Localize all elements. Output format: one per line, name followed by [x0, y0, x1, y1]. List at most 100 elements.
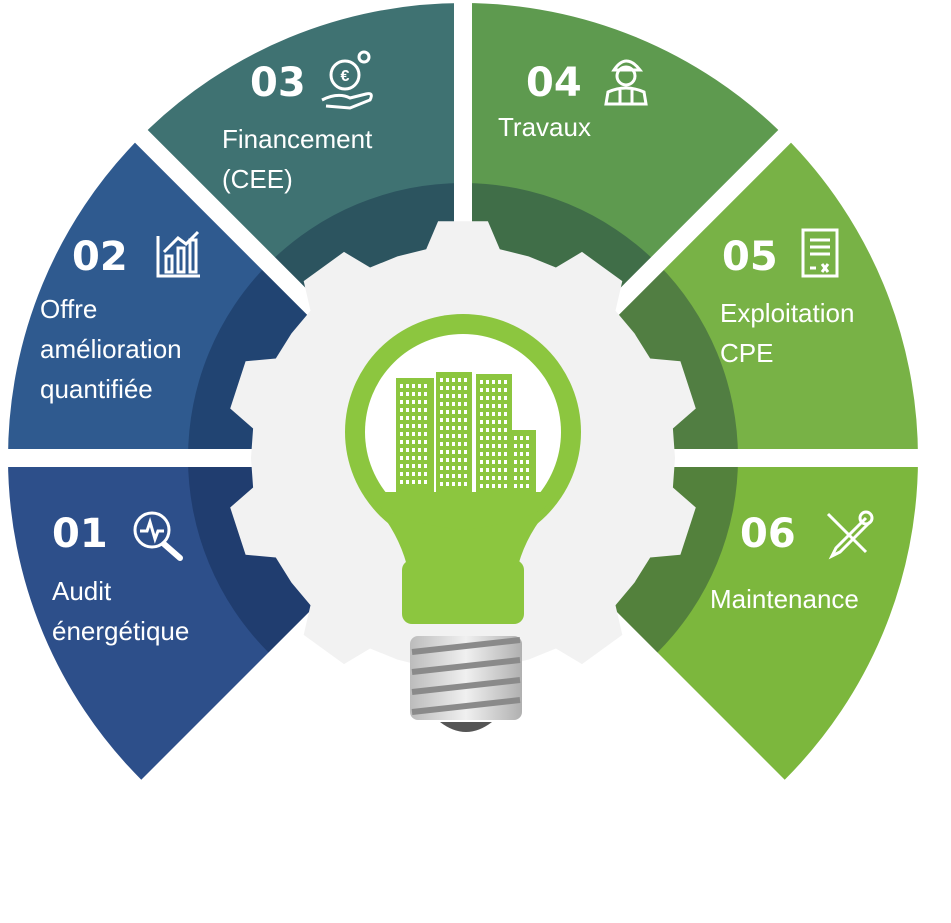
building-window	[412, 392, 415, 396]
building-window	[464, 426, 467, 430]
building-window	[464, 394, 467, 398]
building-window	[520, 452, 523, 456]
building-window	[440, 378, 443, 382]
building-window	[480, 380, 483, 384]
building-window	[446, 394, 449, 398]
building-window	[452, 410, 455, 414]
building-window	[440, 482, 443, 486]
step-02: 02 Offre amélioration quantifiée	[40, 234, 182, 404]
step-number: 02	[72, 234, 128, 280]
building-window	[514, 468, 517, 472]
building-window	[412, 400, 415, 404]
step-number: 05	[722, 234, 778, 280]
building-window	[480, 452, 483, 456]
building-window	[514, 452, 517, 456]
building-window	[464, 482, 467, 486]
building-window	[498, 380, 501, 384]
building-window	[400, 384, 403, 388]
building-window	[492, 404, 495, 408]
building-window	[504, 428, 507, 432]
building-window	[418, 400, 421, 404]
building-window	[504, 476, 507, 480]
building-window	[412, 416, 415, 420]
building-window	[452, 434, 455, 438]
building-window	[424, 432, 427, 436]
building-window	[498, 436, 501, 440]
building-window	[458, 378, 461, 382]
step-number: 04	[526, 60, 582, 106]
building-window	[498, 396, 501, 400]
building-window	[400, 392, 403, 396]
building-window	[458, 482, 461, 486]
step-label-line: Financement	[222, 124, 373, 154]
building-window	[424, 400, 427, 404]
building-window	[458, 402, 461, 406]
building-window	[464, 410, 467, 414]
building-window	[452, 458, 455, 462]
building-window	[492, 428, 495, 432]
building-window	[526, 436, 529, 440]
building-window	[406, 416, 409, 420]
building-window	[492, 420, 495, 424]
building-window	[498, 468, 501, 472]
building-window	[486, 460, 489, 464]
building-window	[424, 464, 427, 468]
building-window	[440, 410, 443, 414]
building-window	[458, 426, 461, 430]
building-window	[452, 386, 455, 390]
building-window	[464, 386, 467, 390]
building-window	[446, 434, 449, 438]
building-window	[498, 484, 501, 488]
building-window	[486, 396, 489, 400]
building-window	[480, 428, 483, 432]
step-number: 06	[740, 511, 796, 557]
building-window	[406, 440, 409, 444]
building-window	[452, 426, 455, 430]
step-label-line: Audit	[52, 576, 112, 606]
ring-segment-03	[141, 3, 463, 324]
building-window	[464, 402, 467, 406]
building-window	[424, 424, 427, 428]
building-window	[424, 448, 427, 452]
building-window	[446, 402, 449, 406]
building-window	[458, 386, 461, 390]
building-window	[504, 388, 507, 392]
building-window	[418, 448, 421, 452]
building-window	[504, 420, 507, 424]
step-04: 04 Travaux	[498, 60, 591, 142]
building-window	[526, 468, 529, 472]
building-window	[504, 396, 507, 400]
building-window	[514, 484, 517, 488]
svg-text:€: €	[341, 68, 350, 85]
building-window	[446, 442, 449, 446]
building-window	[452, 450, 455, 454]
building-window	[458, 434, 461, 438]
building-window	[520, 476, 523, 480]
step-label-line: CPE	[720, 338, 773, 368]
building-window	[458, 458, 461, 462]
building-window	[486, 388, 489, 392]
building-window	[412, 408, 415, 412]
building-window	[440, 466, 443, 470]
building-window	[418, 472, 421, 476]
contract-document-icon	[801, 228, 839, 278]
building-window	[526, 460, 529, 464]
building-window	[458, 394, 461, 398]
building-window	[418, 432, 421, 436]
building-window	[440, 418, 443, 422]
building-window	[486, 404, 489, 408]
building-window	[492, 484, 495, 488]
step-label-line: (CEE)	[222, 164, 293, 194]
building-window	[418, 424, 421, 428]
building-window	[486, 476, 489, 480]
building-window	[514, 444, 517, 448]
building-window	[526, 444, 529, 448]
building-window	[440, 458, 443, 462]
building-window	[492, 460, 495, 464]
building-window	[406, 480, 409, 484]
building-window	[424, 480, 427, 484]
building-window	[400, 408, 403, 412]
building-window	[400, 480, 403, 484]
building-window	[400, 432, 403, 436]
building-window	[486, 420, 489, 424]
